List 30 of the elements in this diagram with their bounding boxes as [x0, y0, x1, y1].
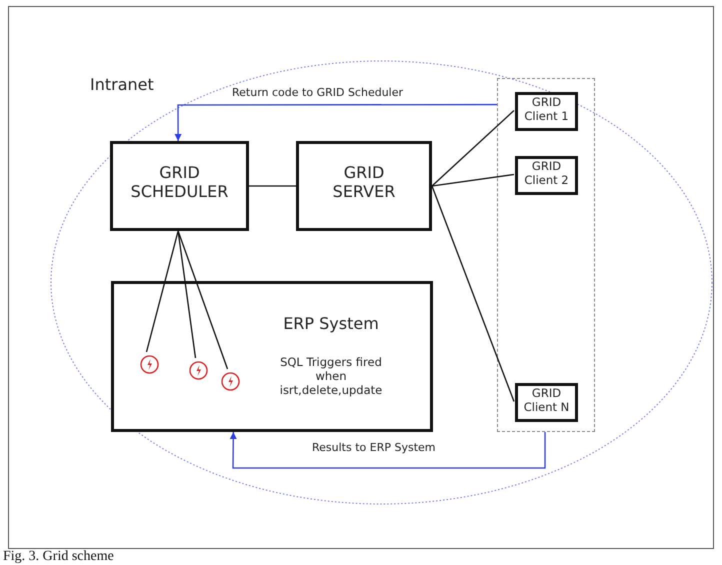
- box-title: GRID Client N: [522, 387, 570, 415]
- process-box: [515, 156, 578, 195]
- process-box: [111, 281, 433, 432]
- process-box: [515, 92, 578, 131]
- process-box: [296, 141, 432, 231]
- connector-line: [431, 186, 515, 402]
- box-title: GRID SCHEDULER: [130, 163, 230, 202]
- connector-line: [177, 230, 196, 358]
- process-box: [515, 383, 578, 422]
- edge-label: Results to ERP System: [310, 441, 438, 454]
- trigger-icon: [221, 372, 240, 391]
- box-title: GRID SERVER: [332, 163, 396, 202]
- network-ellipse: [50, 60, 713, 505]
- box-title: GRID Client 2: [523, 160, 570, 188]
- connector-line: [432, 110, 514, 186]
- network-label: Intranet: [90, 75, 155, 94]
- trigger-icon: [140, 355, 159, 374]
- box-title: ERP System: [282, 314, 380, 334]
- process-box: [110, 141, 249, 231]
- box-title: GRID Client 1: [523, 96, 570, 124]
- box-description: SQL Triggers fired when isrt,delete,update: [278, 356, 384, 398]
- edge-label: Return code to GRID Scheduler: [230, 86, 406, 99]
- figure-caption: Fig. 3. Grid scheme: [3, 549, 114, 565]
- arrow: [230, 432, 546, 469]
- connector-line: [146, 230, 179, 352]
- connector-line: [432, 174, 514, 187]
- connector-line: [249, 185, 296, 187]
- arrow: [174, 104, 497, 141]
- trigger-icon: [189, 361, 208, 380]
- connector-line: [178, 230, 228, 370]
